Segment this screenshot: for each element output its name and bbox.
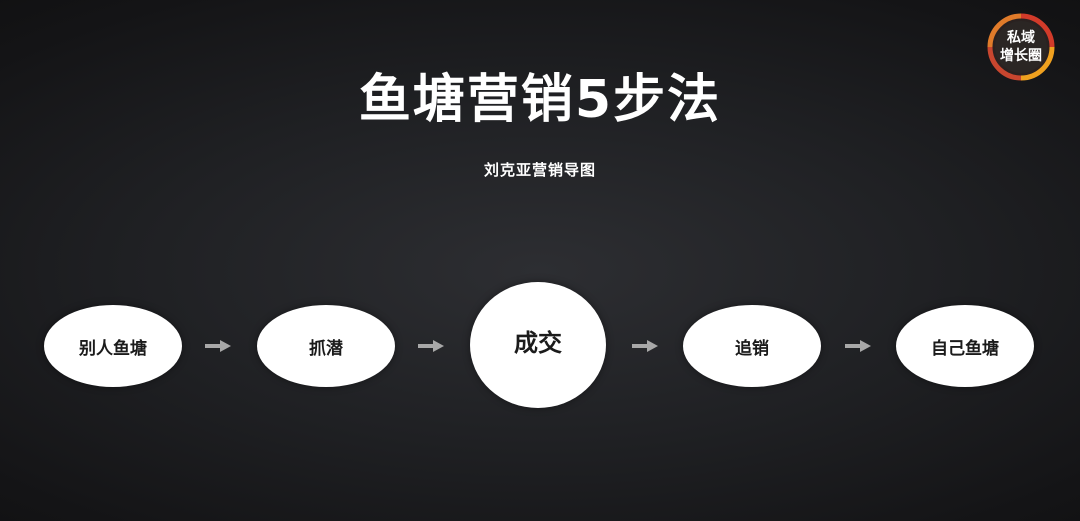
logo-line-1: 私域 (1007, 30, 1035, 46)
logo-ring-icon (987, 13, 1055, 81)
arrow-right-icon (418, 340, 444, 352)
arrow-right-icon (845, 340, 871, 352)
logo-text: 私域 增长圈 (986, 12, 1056, 82)
step-node-5: 自己鱼塘 (896, 305, 1034, 387)
step-node-1: 别人鱼塘 (44, 305, 182, 387)
step-node-3: 成交 (470, 282, 606, 408)
page-title: 鱼塘营销5步法 (358, 70, 722, 130)
logo-line-2: 增长圈 (1000, 48, 1042, 64)
arrow-right-icon (205, 340, 231, 352)
step-node-4: 追销 (683, 305, 821, 387)
arrow-right-icon (632, 340, 658, 352)
page-subtitle: 刘克亚营销导图 (483, 161, 596, 179)
brand-logo: 私域 增长圈 (986, 12, 1056, 82)
step-node-2: 抓潜 (257, 305, 395, 387)
